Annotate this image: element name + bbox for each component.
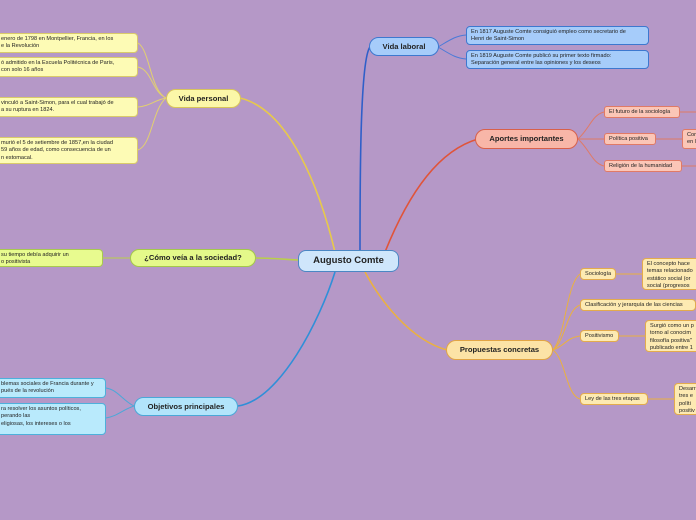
vida-personal-item-3[interactable]: vinculó a Saint-Simon, para el cual trab… bbox=[0, 97, 138, 117]
sociedad-item-1[interactable]: su tiempo debía adquirir un o positivist… bbox=[0, 249, 103, 267]
branch-aportes-importantes[interactable]: Aportes importantes bbox=[475, 129, 578, 149]
central-topic[interactable]: Augusto Comte bbox=[298, 250, 399, 272]
ley-tres-etapas-detail[interactable]: Desarr tres e políti positiv bbox=[674, 383, 696, 415]
positivismo-detail[interactable]: Surgió como un p torno al conocim filoso… bbox=[645, 320, 696, 352]
branch-vida-laboral[interactable]: Vida laboral bbox=[369, 37, 439, 56]
objetivo-item-2[interactable]: ra resolver los asuntos políticos, peran… bbox=[0, 403, 106, 435]
aporte-politica-detail[interactable]: Con en l bbox=[682, 129, 696, 149]
aporte-religion-humanidad[interactable]: Religión de la humanidad bbox=[604, 160, 682, 172]
branch-vida-personal[interactable]: Vida personal bbox=[166, 89, 241, 108]
propuesta-positivismo[interactable]: Positivismo bbox=[580, 330, 619, 342]
branch-objetivos-principales[interactable]: Objetivos principales bbox=[134, 397, 238, 416]
vida-personal-item-1[interactable]: enero de 1798 en Montpellier, Francia, e… bbox=[0, 33, 138, 53]
aporte-futuro-sociologia[interactable]: El futuro de la sociología bbox=[604, 106, 680, 118]
vida-laboral-item-2[interactable]: En 1819 Auguste Comte publicó su primer … bbox=[466, 50, 649, 69]
branch-propuestas-concretas[interactable]: Propuestas concretas bbox=[446, 340, 553, 360]
branch-como-veia-sociedad[interactable]: ¿Cómo veía a la sociedad? bbox=[130, 249, 256, 267]
aporte-politica-positiva[interactable]: Política positiva bbox=[604, 133, 656, 145]
propuesta-sociologia[interactable]: Sociología bbox=[580, 268, 616, 280]
vida-personal-item-2[interactable]: ó admitido en la Escuela Politécnica de … bbox=[0, 57, 138, 77]
propuesta-ley-tres-etapas[interactable]: Ley de las tres etapas bbox=[580, 393, 648, 405]
objetivo-item-1[interactable]: blemas sociales de Francia durante y pué… bbox=[0, 378, 106, 398]
vida-personal-item-4[interactable]: murió el 5 de setiembre de 1857,en la ci… bbox=[0, 137, 138, 164]
propuesta-clasificacion-ciencias[interactable]: Clasificación y jerarquía de las ciencia… bbox=[580, 299, 696, 311]
vida-laboral-item-1[interactable]: En 1817 Auguste Comte consiguió empleo c… bbox=[466, 26, 649, 45]
sociologia-detail[interactable]: El concepto hace temas relacionado estát… bbox=[642, 258, 696, 290]
